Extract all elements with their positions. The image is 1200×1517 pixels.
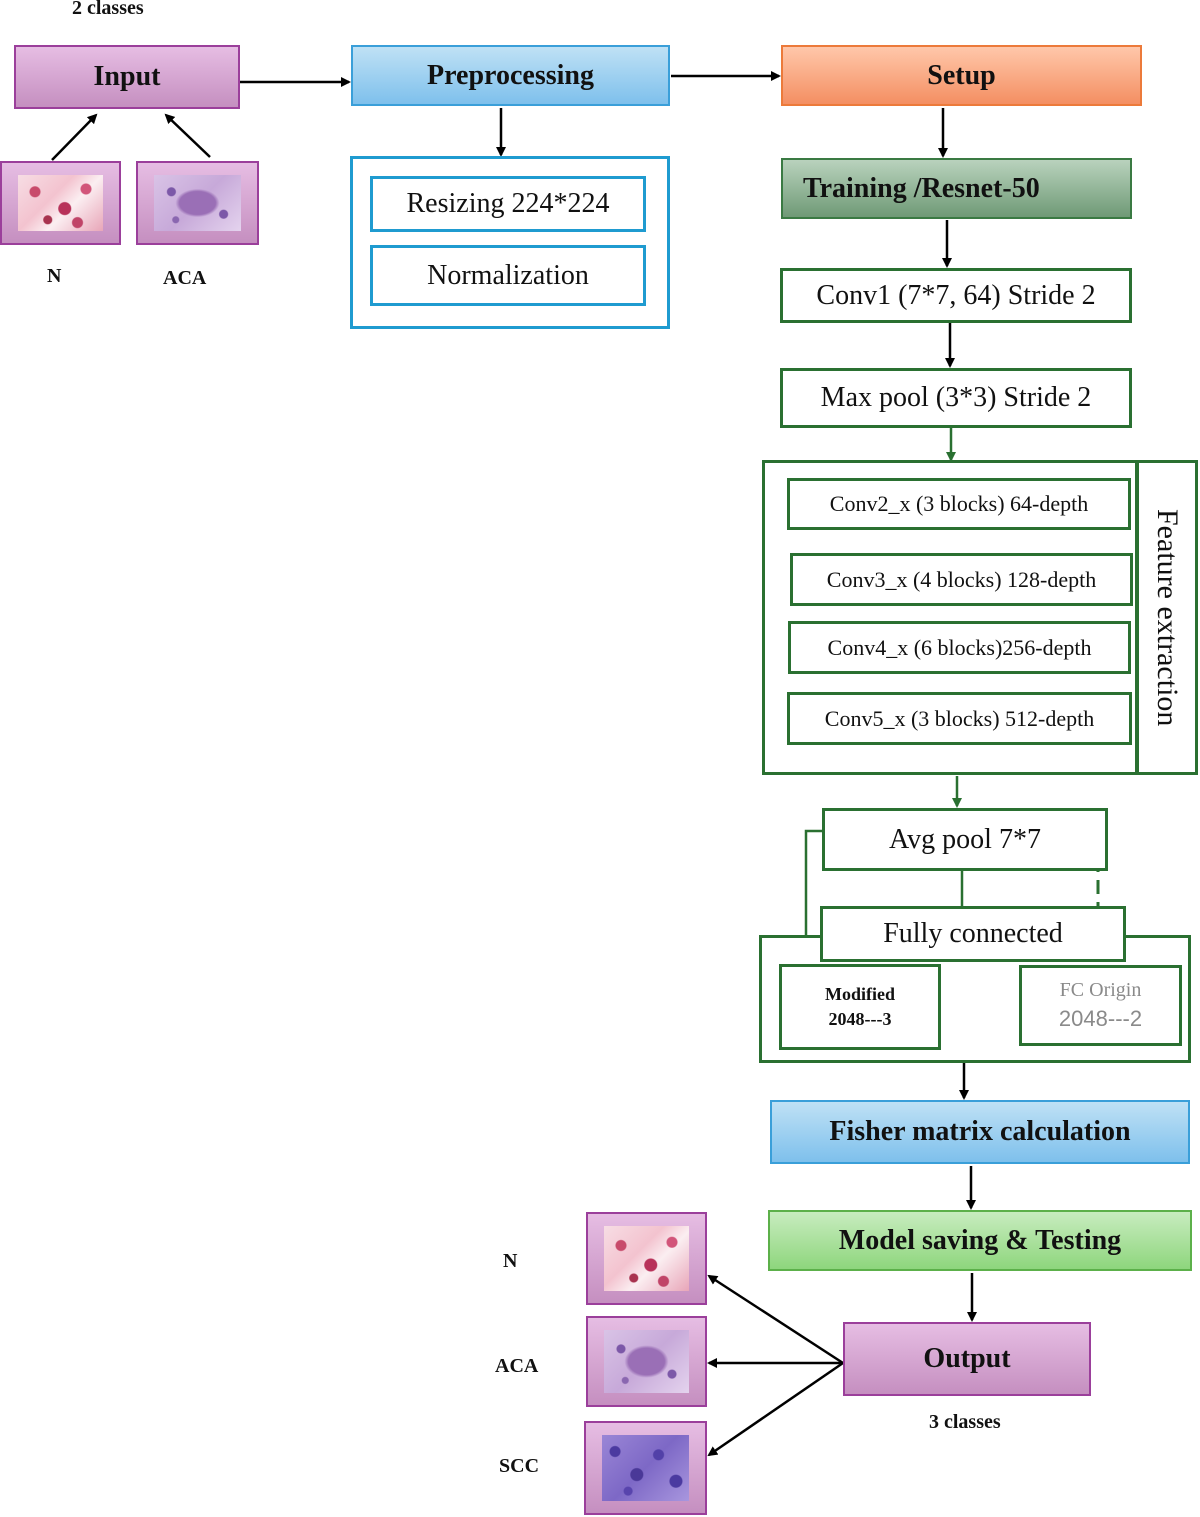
- training-box: Training /Resnet-50: [781, 158, 1132, 219]
- resizing-step: Resizing 224*224: [370, 176, 646, 232]
- feature-extraction-side-label: Feature extraction: [1136, 460, 1198, 775]
- output-classes-label: 3 classes: [929, 1411, 1001, 1433]
- maxpool-box: Max pool (3*3) Stride 2: [780, 368, 1132, 428]
- fc-origin-label: FC Origin: [1059, 979, 1142, 1001]
- conv4-block: Conv4_x (6 blocks)256-depth: [788, 621, 1131, 674]
- tissue-aca-image: [154, 175, 241, 231]
- preprocessing-box: Preprocessing: [351, 45, 670, 106]
- arrow-output-to-n: [707, 1274, 844, 1365]
- input-classes-label: 2 classes: [72, 0, 144, 19]
- output-label-aca: ACA: [495, 1355, 539, 1377]
- arrow-aca-to-input: [164, 113, 211, 158]
- input-image-n: [0, 161, 121, 245]
- training-title: Training /Resnet-50: [803, 172, 1040, 204]
- arrow-avgpool-to-modified: [801, 829, 824, 971]
- fc-modified-box: Modified 2048---3: [779, 964, 941, 1050]
- normalization-step: Normalization: [370, 245, 646, 306]
- output-title: Output: [923, 1343, 1011, 1374]
- setup-title: Setup: [927, 59, 996, 91]
- output-label-scc: SCC: [499, 1455, 540, 1477]
- setup-box: Setup: [781, 45, 1142, 106]
- fc-modified-label: Modified: [825, 984, 895, 1004]
- arrow-n-to-input: [51, 113, 98, 161]
- output-label-n: N: [503, 1250, 518, 1272]
- output-image-aca: [586, 1316, 707, 1407]
- input-label-n: N: [47, 265, 62, 287]
- output-box: Output: [843, 1322, 1091, 1396]
- conv1-box: Conv1 (7*7, 64) Stride 2: [780, 268, 1132, 323]
- avgpool-box: Avg pool 7*7: [822, 808, 1108, 871]
- preprocessing-title: Preprocessing: [427, 59, 594, 91]
- model-saving-box: Model saving & Testing: [768, 1210, 1192, 1271]
- output-image-scc: [584, 1421, 707, 1515]
- fisher-box: Fisher matrix calculation: [770, 1100, 1190, 1164]
- arrow-output-to-scc: [707, 1361, 844, 1457]
- fc-origin-dims: 2048---2: [1058, 1006, 1143, 1031]
- fully-connected-box: Fully connected: [820, 906, 1126, 962]
- tissue-n-image: [18, 175, 103, 231]
- output-image-n: [586, 1212, 707, 1305]
- input-label-aca: ACA: [163, 267, 207, 289]
- conv2-block: Conv2_x (3 blocks) 64-depth: [787, 478, 1131, 530]
- fc-modified-dims: 2048---3: [828, 1009, 892, 1029]
- conv3-block: Conv3_x (4 blocks) 128-depth: [790, 553, 1133, 606]
- tissue-aca-image: [604, 1330, 689, 1393]
- tissue-n-image: [604, 1226, 689, 1291]
- input-title: Input: [93, 61, 161, 92]
- fc-origin-box: FC Origin 2048---2: [1019, 965, 1182, 1046]
- input-image-aca: [136, 161, 259, 245]
- conv5-block: Conv5_x (3 blocks) 512-depth: [787, 692, 1132, 745]
- input-box: Input: [14, 45, 240, 109]
- tissue-scc-image: [602, 1435, 689, 1501]
